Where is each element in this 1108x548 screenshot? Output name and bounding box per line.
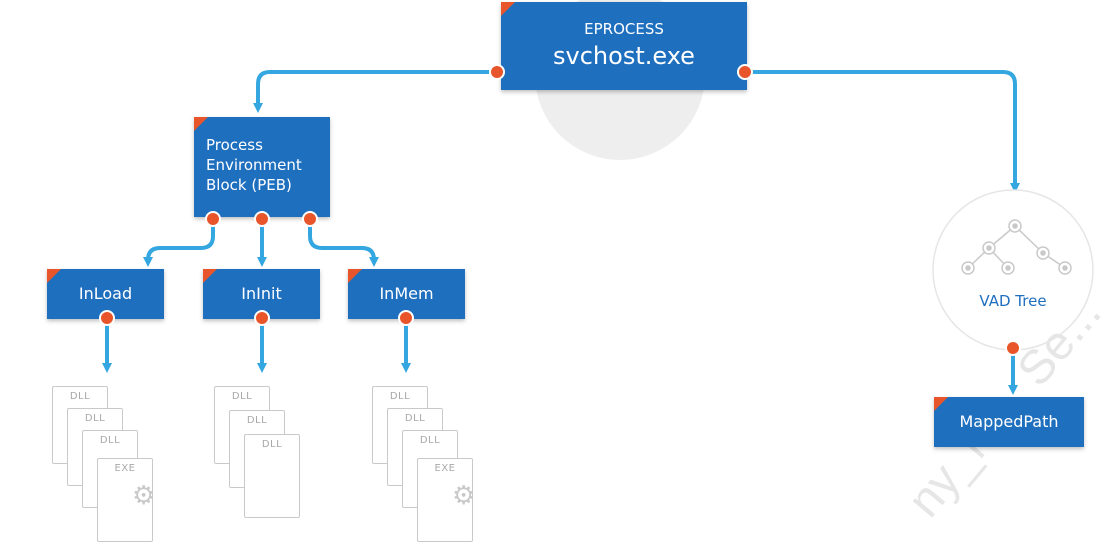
connector-peb-inmem [308,220,379,267]
process-name: svchost.exe [553,42,695,70]
tree-icon [961,219,1072,275]
corner-accent [501,2,515,16]
module-type: DLL [246,415,268,426]
corner-accent [203,269,217,283]
module-type: EXE [434,463,456,474]
peb-label-line-1: Process [206,136,263,154]
eprocess-label: EPROCESS [584,20,664,38]
corner-accent [194,117,208,131]
module-type: DLL [99,435,121,446]
module-type: DLL [261,439,283,450]
peb-label-line-3: Block (PEB) [206,176,292,194]
connector-dot [489,64,505,80]
module-file-icon: DLL [244,434,300,518]
gear-icon: ⚙ [132,481,156,511]
connector-dot [1005,340,1021,356]
peb-label: Process Environment Block (PEB) [206,135,302,195]
connector-dot [737,64,753,80]
gear-icon: ⚙ [452,481,476,511]
module-type: DLL [69,391,91,402]
eprocess-node: EPROCESS svchost.exe [501,2,747,90]
module-type: EXE [114,463,136,474]
module-type: DLL [389,391,411,402]
mappedpath-node: MappedPath [934,397,1084,447]
peb-label-line-2: Environment [206,156,302,174]
module-file-icon: EXE ⚙ [417,458,476,542]
connector-dot [254,310,270,326]
module-type: DLL [231,391,253,402]
mappedpath-label: MappedPath [959,412,1059,431]
connector-dot [302,211,318,227]
inmem-label: InMem [379,284,434,303]
module-type: DLL [84,413,106,424]
module-file-icon: EXE ⚙ [97,458,156,542]
connector-eprocess-vad [745,70,1020,193]
inload-label: InLoad [78,284,133,303]
corner-accent [348,269,362,283]
ininit-label: InInit [241,284,282,303]
corner-accent [47,269,61,283]
module-type: DLL [419,435,441,446]
connector-peb-inload [143,220,215,267]
connector-dot [254,211,270,227]
corner-accent [934,397,948,411]
connector-dot [205,211,221,227]
connector-eprocess-peb [253,70,497,113]
module-type: DLL [404,413,426,424]
connector-dot [99,310,115,326]
peb-node: Process Environment Block (PEB) [194,117,330,217]
vad-tree-label: VAD Tree [979,292,1047,310]
connector-dot [398,310,414,326]
